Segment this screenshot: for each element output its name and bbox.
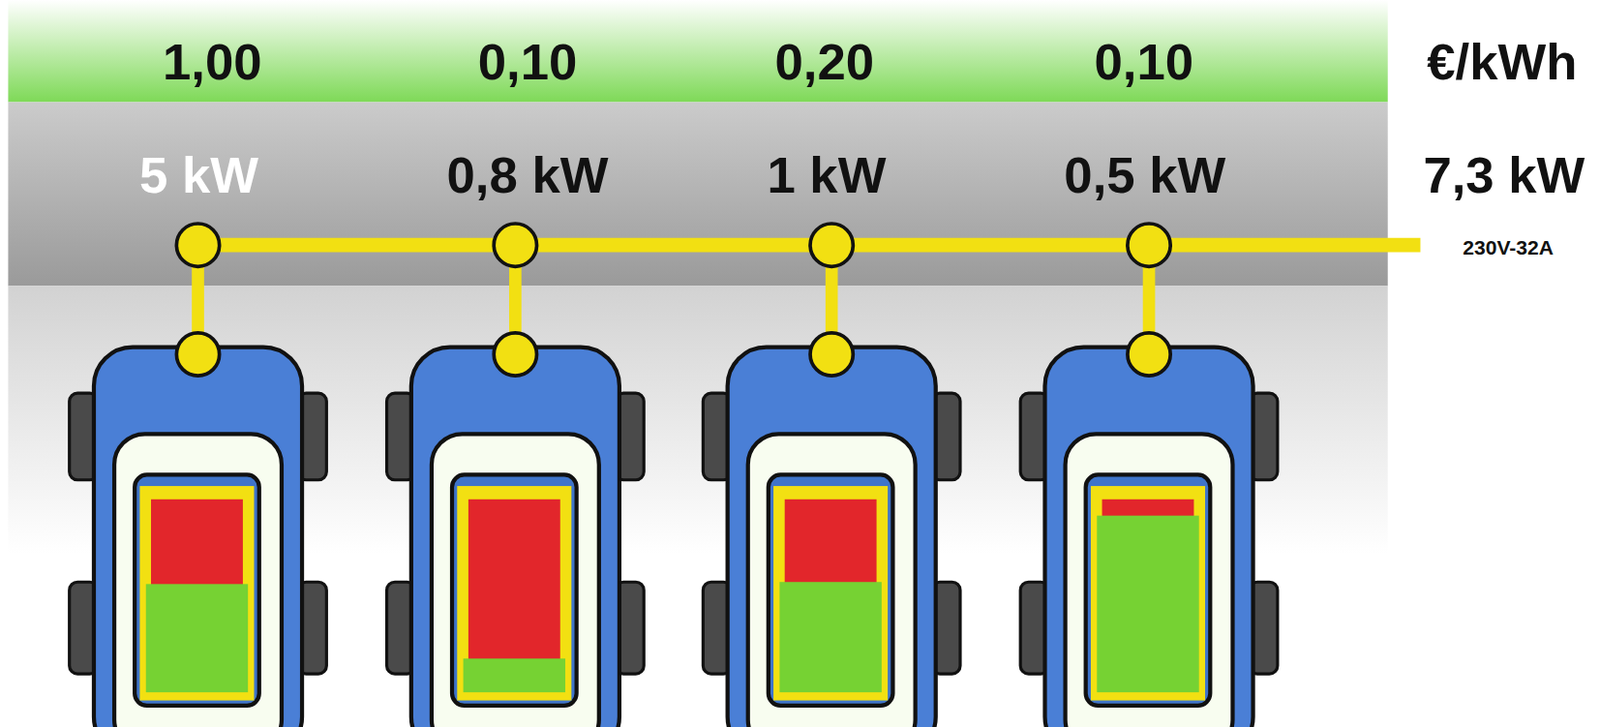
car [69,347,328,727]
total-power: 7,3 kW [1422,150,1585,202]
power-band [7,101,1388,286]
price-unit: €/kWh [1426,36,1577,89]
battery-charge [1096,515,1199,693]
connector-dot [176,223,219,267]
car-window [431,433,600,727]
connector-dot [810,332,853,376]
price-band [7,0,1388,102]
power: 0,8 kW [447,150,609,202]
connector-dot [1127,223,1171,267]
battery-charge [463,658,566,693]
power: 5 kW [139,150,259,202]
car-window [1065,433,1234,727]
price: 0,10 [478,36,578,89]
car-window [748,433,916,727]
price: 1,00 [162,36,263,89]
car [1020,347,1278,727]
car-body [727,347,936,727]
battery-case [134,474,260,705]
battery-charge [779,581,881,693]
connector-dot [493,223,537,267]
connector-dot [810,223,853,267]
battery-case [768,474,894,705]
car-body [93,347,302,727]
cars [69,347,1278,727]
car-body [411,347,620,727]
battery [139,485,254,701]
battery-charge [146,583,248,693]
power: 0,5 kW [1063,150,1226,202]
car [387,347,645,727]
car [702,347,961,727]
battery [773,485,888,701]
connector-dot [493,332,537,376]
battery [456,485,572,701]
battery-case [1086,474,1211,705]
car-body [1045,347,1254,727]
power: 1 kW [766,150,886,202]
connector-dot [1127,332,1171,376]
price: 0,20 [775,36,876,89]
battery-case [452,474,577,705]
car-window [114,433,282,727]
plugs [176,223,1171,376]
battery [1090,485,1206,701]
price: 0,10 [1093,36,1194,89]
connector-dot [176,332,219,376]
supply-rating: 230V-32A [1462,238,1554,259]
